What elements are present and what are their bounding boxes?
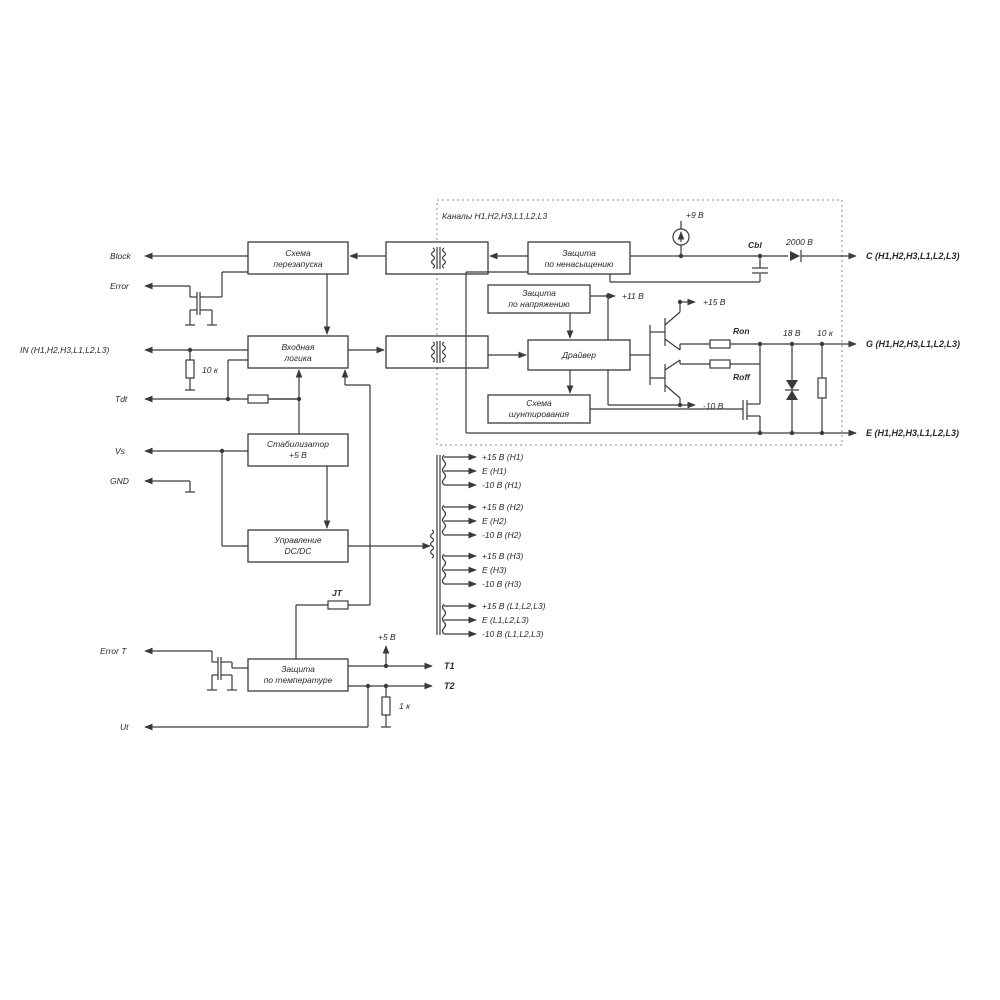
svg-text:+15 В: +15 В bbox=[703, 297, 726, 307]
desat-protection-block: Защита по ненасыщению bbox=[527, 241, 631, 275]
svg-text:G (H1,H2,H3,L1,L2,L3): G (H1,H2,H3,L1,L2,L3) bbox=[866, 339, 960, 349]
emitter-output: E (H1,H2,H3,L1,L2,L3) bbox=[465, 271, 959, 438]
svg-text:JT: JT bbox=[332, 588, 343, 598]
pin-gnd: GND bbox=[110, 476, 195, 493]
gate-output: 18 В 10 к G (H1,H2,H3,L1,L2,L3) bbox=[757, 328, 960, 433]
svg-text:+15 В (H1): +15 В (H1) bbox=[482, 452, 524, 462]
svg-text:C (H1,H2,H3,L1,L2,L3): C (H1,H2,H3,L1,L2,L3) bbox=[866, 251, 960, 261]
svg-text:Защита: Защита bbox=[281, 664, 315, 674]
svg-text:Драйвер: Драйвер bbox=[561, 350, 596, 360]
svg-text:Block: Block bbox=[110, 251, 132, 261]
svg-text:E (H2): E (H2) bbox=[482, 516, 507, 526]
svg-text:Cbl: Cbl bbox=[748, 240, 762, 250]
svg-text:логика: логика bbox=[283, 353, 311, 363]
stabilizer-block: Стабилизатор +5 В bbox=[247, 433, 349, 467]
channels-label: Каналы H1,H2,H3,L1,L2,L3 bbox=[442, 211, 547, 221]
svg-text:T1: T1 bbox=[444, 661, 455, 671]
dcdc-control-block: Управление DC/DC bbox=[247, 529, 349, 563]
plus9v-source: +9 В bbox=[672, 210, 704, 256]
svg-text:+15 В (L1,L2,L3): +15 В (L1,L2,L3) bbox=[482, 601, 546, 611]
supply-group-h2: +15 В (H2) E (H2) -10 В (H2) bbox=[441, 502, 524, 540]
in-resistor-10k: 10 к bbox=[185, 347, 219, 391]
vs-feed-wire bbox=[219, 448, 248, 547]
t1-output: +5 В T1 bbox=[348, 632, 455, 671]
svg-text:DC/DC: DC/DC bbox=[285, 546, 313, 556]
svg-text:-10 В (H3): -10 В (H3) bbox=[482, 579, 521, 589]
svg-text:GND: GND bbox=[110, 476, 129, 486]
svg-text:Защита: Защита bbox=[522, 288, 556, 298]
svg-text:Схема: Схема bbox=[526, 398, 552, 408]
temp-protection-block: Защита по температуре bbox=[247, 658, 349, 692]
collector-output: Cbl 2000 В C (H1,H2,H3,L1,L2,L3) bbox=[630, 237, 960, 274]
dcdc-transformer bbox=[429, 455, 441, 635]
uv-protection-block: Защита по напряжению bbox=[487, 284, 591, 314]
svg-text:+11 В: +11 В bbox=[622, 291, 644, 301]
svg-text:10 к: 10 к bbox=[817, 328, 834, 338]
svg-text:-10 В: -10 В bbox=[703, 401, 724, 411]
svg-text:-10 В (H2): -10 В (H2) bbox=[482, 530, 521, 540]
shunt-transistor bbox=[590, 364, 761, 433]
svg-text:+9 В: +9 В bbox=[686, 210, 704, 220]
pin-error: Error bbox=[110, 281, 190, 291]
svg-text:Vs: Vs bbox=[115, 446, 126, 456]
svg-text:IN (H1,H2,H3,L1,L2,L3): IN (H1,H2,H3,L1,L2,L3) bbox=[20, 345, 109, 355]
pin-error-t: Error T bbox=[100, 646, 212, 656]
plus11v-rail: +11 В bbox=[590, 291, 644, 340]
svg-text:E (H3): E (H3) bbox=[482, 565, 507, 575]
error-t-transistor-symbol bbox=[207, 651, 248, 691]
svg-text:10 к: 10 к bbox=[202, 365, 219, 375]
output-stage: +15 В -10 В Ron Roff bbox=[607, 297, 761, 411]
svg-text:Схема: Схема bbox=[285, 248, 311, 258]
shunt-block: Схема шунтирования bbox=[487, 394, 591, 424]
svg-text:Входная: Входная bbox=[282, 342, 315, 352]
svg-text:2000 В: 2000 В bbox=[785, 237, 813, 247]
pin-ut: Ut bbox=[120, 722, 368, 732]
svg-text:Защита: Защита bbox=[562, 248, 596, 258]
svg-text:1 к: 1 к bbox=[399, 701, 411, 711]
input-logic-block: Входная логика bbox=[247, 335, 349, 369]
supply-group-l123: +15 В (L1,L2,L3) E (L1,L2,L3) -10 В (L1,… bbox=[441, 601, 546, 639]
svg-text:E (H1): E (H1) bbox=[482, 466, 507, 476]
svg-text:по температуре: по температуре bbox=[264, 675, 333, 685]
supply-group-h3: +15 В (H3) E (H3) -10 В (H3) bbox=[441, 551, 524, 589]
driver-block: Драйвер bbox=[527, 339, 631, 371]
pin-block: Block bbox=[110, 251, 222, 261]
t2-output: 1 к T2 bbox=[348, 681, 455, 728]
svg-text:+5 В: +5 В bbox=[378, 632, 396, 642]
pin-in: IN (H1,H2,H3,L1,L2,L3) bbox=[20, 345, 248, 355]
svg-text:+15 В (H3): +15 В (H3) bbox=[482, 551, 524, 561]
error-transistor-symbol bbox=[185, 255, 248, 326]
supply-group-h1: +15 В (H1) E (H1) -10 В (H1) bbox=[441, 452, 524, 490]
desat-sense-wire bbox=[609, 274, 761, 283]
svg-text:по ненасыщению: по ненасыщению bbox=[545, 259, 614, 269]
svg-text:Управление: Управление bbox=[273, 535, 322, 545]
svg-text:18 В: 18 В bbox=[783, 328, 801, 338]
svg-text:перезапуска: перезапуска bbox=[273, 259, 322, 269]
restart-block: Схема перезапуска bbox=[247, 241, 349, 275]
svg-text:+15 В (H2): +15 В (H2) bbox=[482, 502, 524, 512]
transformer-signal bbox=[348, 335, 527, 369]
jt-feedback: JT bbox=[295, 369, 371, 659]
svg-text:E (L1,L2,L3): E (L1,L2,L3) bbox=[482, 615, 529, 625]
svg-text:T2: T2 bbox=[444, 681, 455, 691]
svg-text:Error T: Error T bbox=[100, 646, 127, 656]
svg-text:+5 В: +5 В bbox=[289, 450, 307, 460]
svg-text:Ron: Ron bbox=[733, 326, 750, 336]
svg-text:шунтирования: шунтирования bbox=[509, 409, 570, 419]
svg-text:Error: Error bbox=[110, 281, 130, 291]
svg-text:Roff: Roff bbox=[733, 372, 751, 382]
svg-text:Стабилизатор: Стабилизатор bbox=[267, 439, 329, 449]
svg-text:Tdt: Tdt bbox=[115, 394, 128, 404]
svg-text:по напряжению: по напряжению bbox=[508, 299, 570, 309]
svg-text:Ut: Ut bbox=[120, 722, 129, 732]
svg-text:-10 В (H1): -10 В (H1) bbox=[482, 480, 521, 490]
pin-vs: Vs bbox=[115, 446, 248, 456]
svg-text:-10 В (L1,L2,L3): -10 В (L1,L2,L3) bbox=[482, 629, 544, 639]
svg-text:E (H1,H2,H3,L1,L2,L3): E (H1,H2,H3,L1,L2,L3) bbox=[866, 428, 959, 438]
transformer-feedback bbox=[349, 241, 528, 275]
